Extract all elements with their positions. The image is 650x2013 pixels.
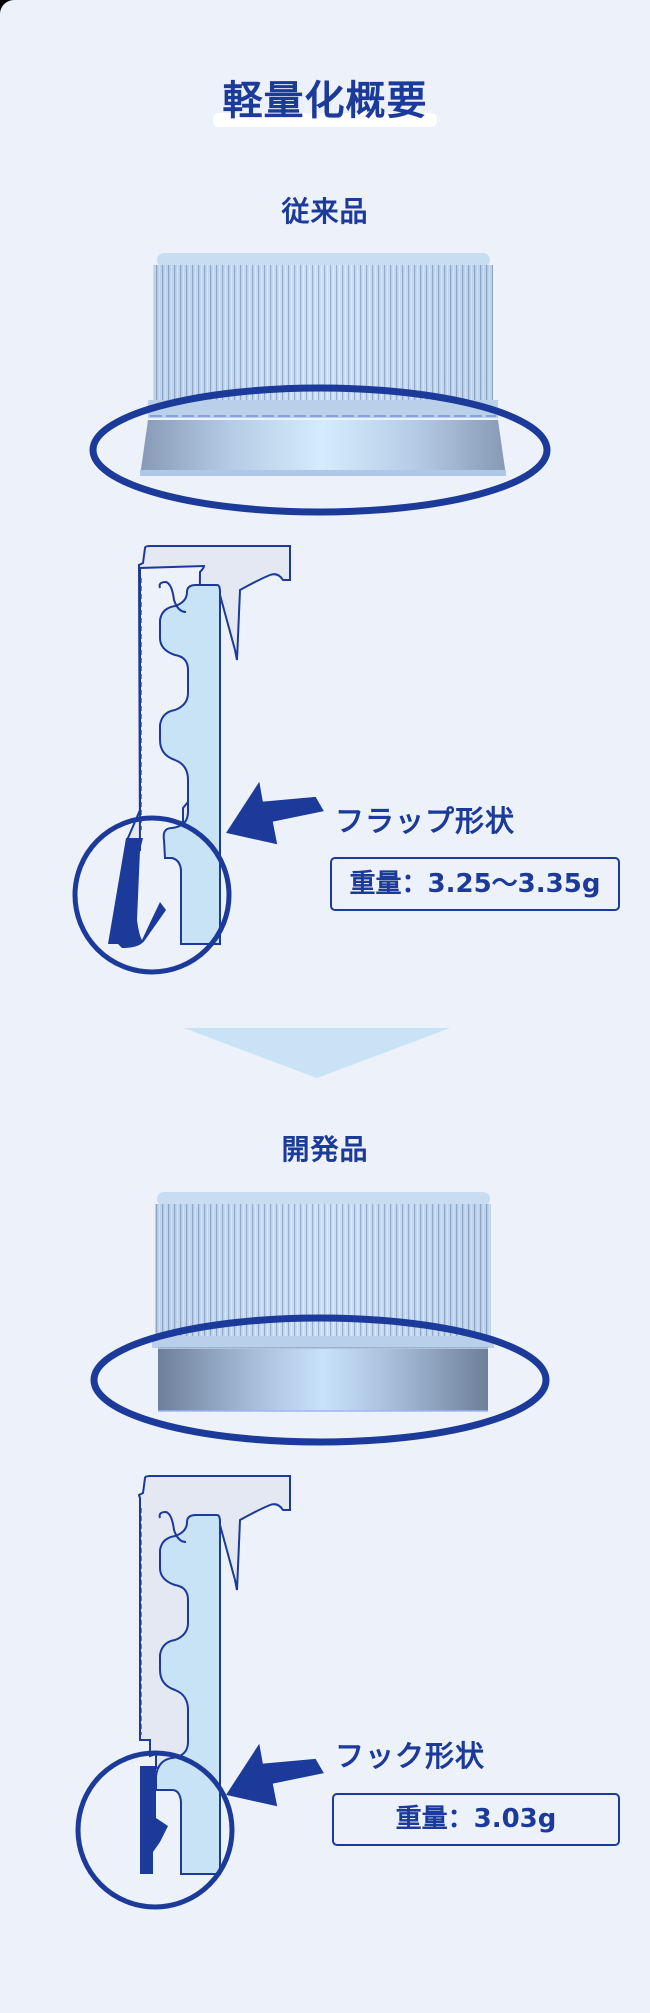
title-highlight	[213, 113, 437, 127]
weight-badge-conventional: 重量：3.25〜3.35g	[330, 857, 620, 911]
page-title: 軽量化概要	[222, 78, 428, 124]
weight-badge-developed: 重量：3.03g	[332, 1793, 620, 1846]
section-label-developed: 開発品	[281, 1133, 369, 1166]
section-label-conventional: 従来品	[281, 195, 369, 228]
callout-hook-shape: フック形状	[335, 1739, 486, 1773]
callout-flap-shape: フラップ形状	[335, 804, 516, 838]
